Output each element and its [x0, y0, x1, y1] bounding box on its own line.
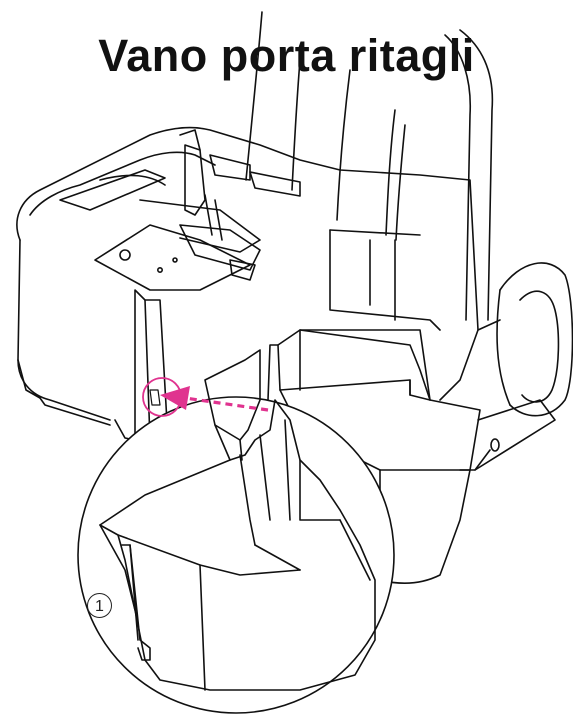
handwheel	[459, 262, 573, 471]
dashed-arrow	[160, 386, 269, 412]
thread-guide-posts	[245, 11, 494, 321]
magnifier-circle	[77, 396, 395, 714]
callout-marker: 1	[87, 593, 112, 618]
trim-trap-enlarged	[99, 349, 376, 691]
machine-body	[16, 126, 479, 446]
